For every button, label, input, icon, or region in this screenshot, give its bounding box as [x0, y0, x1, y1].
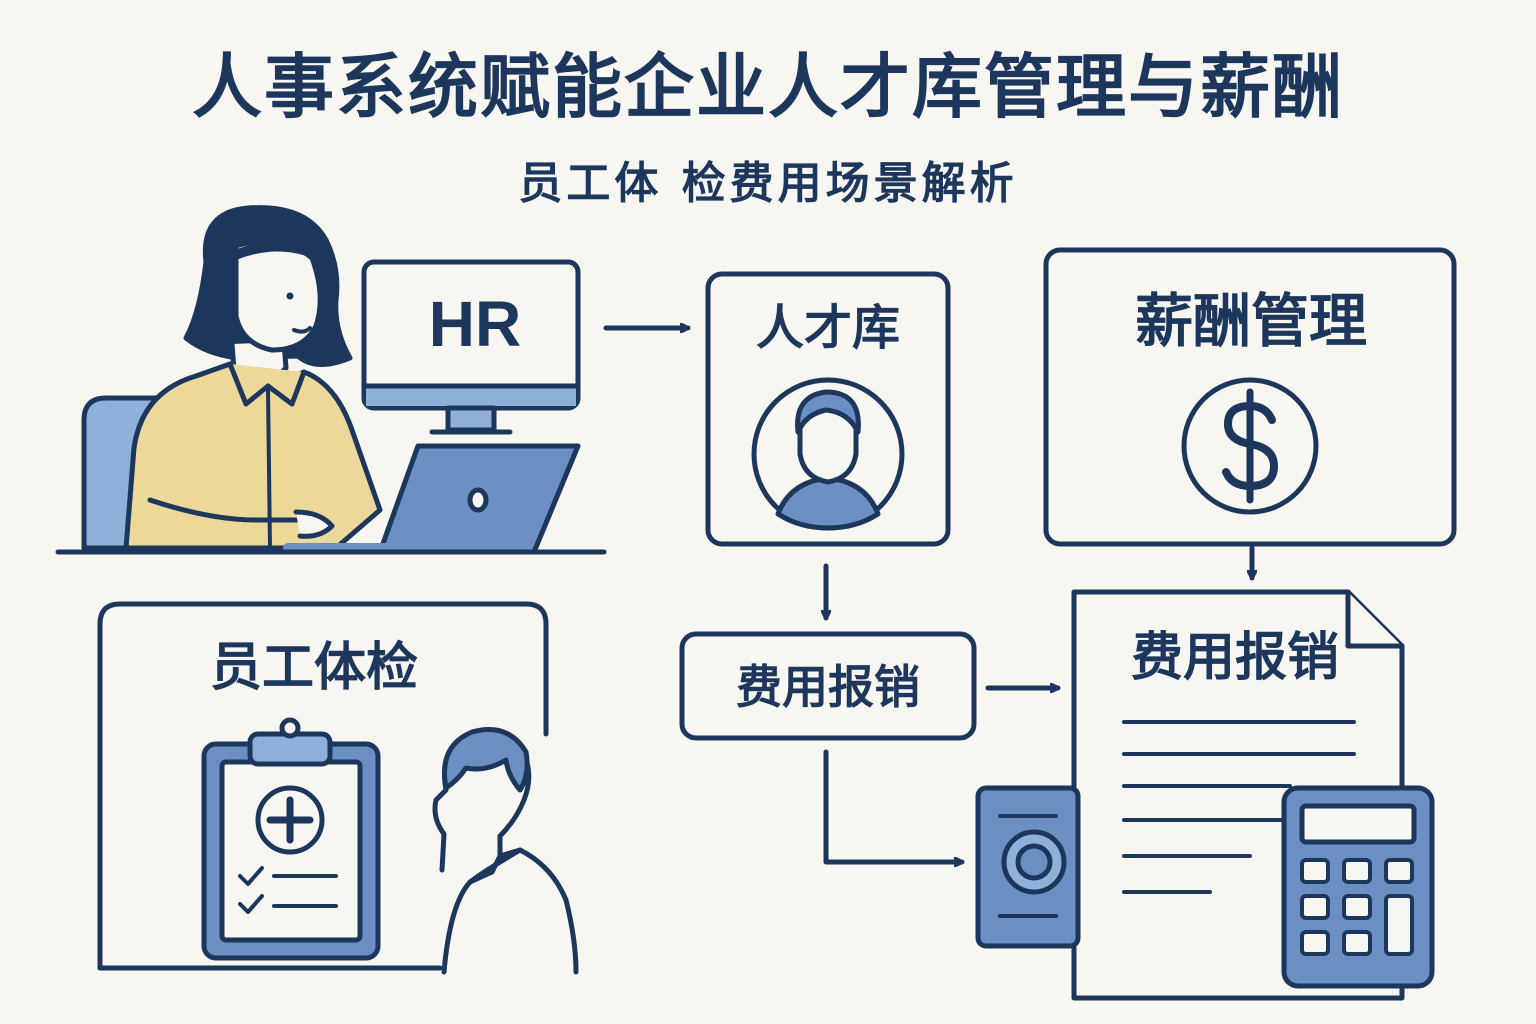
person-avatar-icon — [751, 377, 905, 531]
monitor-bezel — [366, 386, 576, 406]
passport-icon — [975, 785, 1081, 949]
calculator-icon — [1281, 785, 1435, 989]
expense-reimbursement-box — [679, 631, 977, 741]
employee-checkup-panel — [97, 601, 549, 971]
bangs — [226, 239, 312, 260]
hr-woman-illustration — [55, 205, 607, 555]
expense-reimbursement-label: 费用报销 — [736, 660, 920, 714]
eye — [286, 292, 294, 300]
page-subtitle: 员工体 检费用场景解析 — [518, 158, 1018, 209]
hand — [293, 509, 335, 539]
arm — [147, 497, 303, 523]
arrow-expense-to-passport — [823, 749, 965, 862]
talent-pool-label: 人才库 — [755, 300, 900, 356]
shirt-placket — [266, 388, 272, 550]
laptop-logo — [467, 487, 489, 513]
mouth — [292, 326, 312, 334]
face — [233, 238, 323, 353]
hr-monitor-label: HR — [428, 288, 522, 360]
collar — [227, 361, 307, 407]
medical-clipboard-icon — [201, 717, 381, 961]
employee-checkup-label: 员工体检 — [209, 638, 418, 698]
page-title: 人事系统赋能企业人才库管理与薪酬 — [192, 46, 1344, 128]
dollar-icon — [1181, 377, 1319, 515]
salary-management-label: 薪酬管理 — [1134, 287, 1367, 355]
hr-monitor — [361, 259, 581, 435]
reimbursement-document-label: 费用报销 — [1130, 628, 1339, 688]
employee-man-illustration — [432, 727, 579, 975]
monitor-neck — [445, 405, 497, 433]
